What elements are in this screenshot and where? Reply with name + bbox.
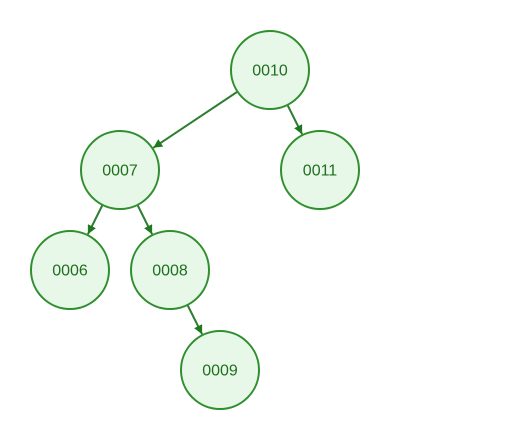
tree-node-0009: 0009: [180, 330, 260, 410]
edge-0010-to-0007: [152, 90, 239, 149]
node-circle: [30, 230, 110, 310]
node-label: 0010: [252, 63, 288, 80]
edge-0010-to-0011: [286, 104, 304, 135]
node-circle: [180, 330, 260, 410]
node-circle: [230, 30, 310, 110]
tree-node-0010: 0010: [230, 30, 310, 110]
node-label: 0006: [52, 263, 88, 280]
tree-node-0007: 0007: [80, 130, 160, 210]
node-label: 0011: [303, 163, 338, 180]
tree-node-0006: 0006: [30, 230, 110, 310]
nodes-layer: 0010 0007 0011 0006 0008 0009: [30, 30, 360, 410]
node-label: 0007: [102, 163, 138, 180]
edge-0007-to-0006: [86, 204, 104, 235]
tree-node-0011: 0011: [280, 130, 360, 210]
node-circle: [80, 130, 160, 210]
node-label: 0008: [152, 263, 188, 280]
edge-0007-to-0008: [136, 204, 154, 235]
node-circle: [280, 130, 360, 210]
tree-node-0008: 0008: [130, 230, 210, 310]
node-circle: [130, 230, 210, 310]
edges-layer: [86, 90, 304, 335]
node-label: 0009: [202, 363, 238, 380]
edge-0008-to-0009: [186, 304, 204, 335]
